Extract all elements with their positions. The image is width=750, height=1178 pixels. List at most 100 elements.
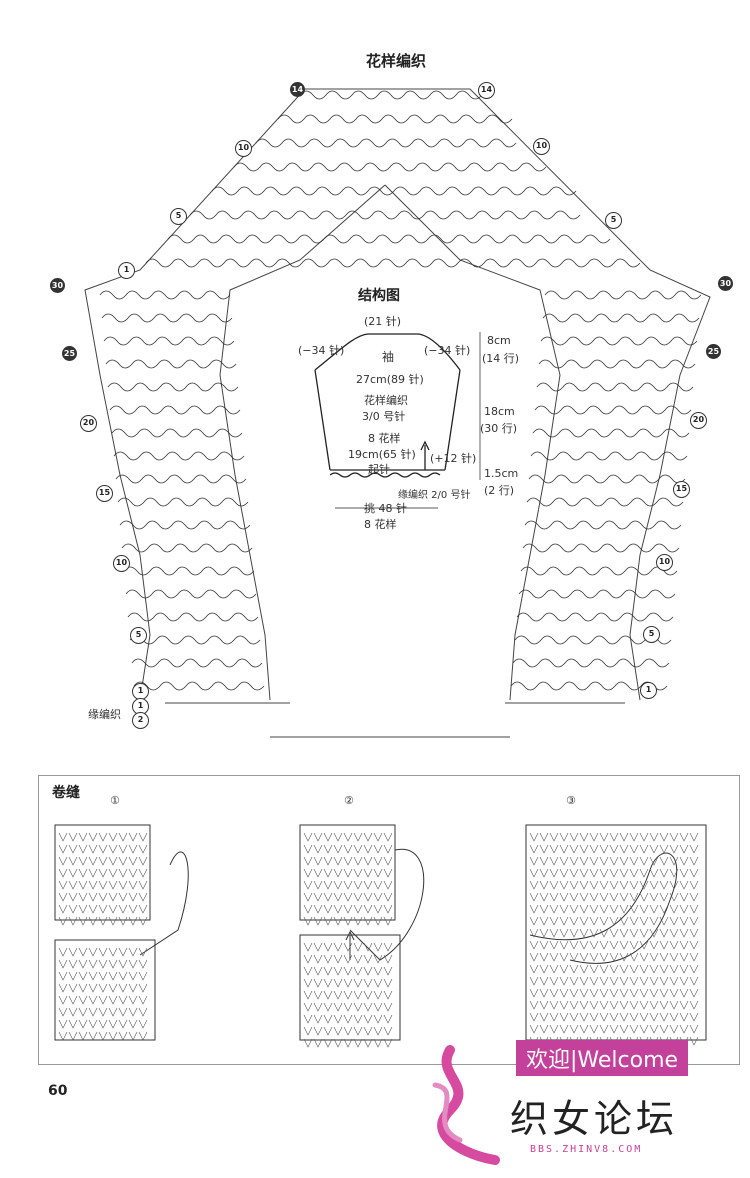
stitch-row — [544, 290, 702, 300]
knit-stitch — [629, 832, 639, 842]
edge-note: 缘编织 2/0 号针 — [398, 490, 471, 501]
knit-stitch — [138, 995, 148, 1005]
knit-stitch — [649, 940, 659, 950]
knit-stitch — [599, 952, 609, 962]
knit-stitch — [78, 856, 88, 866]
knit-stitch — [78, 947, 88, 957]
knit-stitch — [559, 856, 569, 866]
knit-stitch — [353, 856, 363, 866]
knit-stitch — [599, 880, 609, 890]
knit-stitch — [629, 988, 639, 998]
knit-stitch — [138, 892, 148, 902]
knit-stitch — [383, 966, 393, 976]
knit-stitch — [138, 904, 148, 914]
knit-stitch — [659, 976, 669, 986]
knit-stitch — [669, 1000, 679, 1010]
knit-stitch — [539, 940, 549, 950]
knit-stitch — [108, 1031, 118, 1041]
knit-stitch — [589, 1024, 599, 1034]
knit-stitch — [78, 832, 88, 842]
knit-stitch — [98, 904, 108, 914]
knit-stitch — [128, 971, 138, 981]
knit-stitch — [559, 1024, 569, 1034]
knit-stitch — [363, 856, 373, 866]
knit-stitch — [323, 916, 333, 926]
knit-stitch — [669, 868, 679, 878]
knit-stitch — [108, 832, 118, 842]
knit-stitch — [569, 964, 579, 974]
knit-stitch — [629, 964, 639, 974]
knit-stitch — [529, 928, 539, 938]
knit-stitch — [569, 952, 579, 962]
knit-stitch — [373, 1038, 383, 1048]
row-marker: 20 — [690, 412, 707, 429]
knit-stitch — [599, 1012, 609, 1022]
knit-stitch — [313, 916, 323, 926]
knit-stitch — [343, 1038, 353, 1048]
knit-stitch — [118, 947, 128, 957]
knit-stitch — [333, 868, 343, 878]
row-marker: 5 — [170, 208, 187, 225]
knit-stitch — [579, 1000, 589, 1010]
knit-stitch — [383, 916, 393, 926]
knit-stitch — [689, 904, 699, 914]
knit-stitch — [58, 1019, 68, 1029]
knit-stitch — [619, 904, 629, 914]
knit-stitch — [549, 1000, 559, 1010]
knit-stitch — [559, 988, 569, 998]
knit-stitch — [303, 844, 313, 854]
knit-stitch — [343, 844, 353, 854]
stitch-row — [233, 162, 547, 172]
knit-stitch — [539, 892, 549, 902]
row-marker: 1 — [640, 682, 657, 699]
knit-stitch — [118, 892, 128, 902]
knit-stitch — [383, 1002, 393, 1012]
knit-stitch — [579, 868, 589, 878]
knit-stitch — [589, 916, 599, 926]
knit-stitch — [639, 904, 649, 914]
knit-stitch — [303, 1002, 313, 1012]
knit-stitch — [363, 880, 373, 890]
knit-stitch — [579, 1012, 589, 1022]
knit-stitch — [689, 1000, 699, 1010]
knit-stitch — [313, 942, 323, 952]
knit-stitch — [78, 983, 88, 993]
knit-stitch — [639, 1024, 649, 1034]
knit-stitch — [98, 856, 108, 866]
knit-stitch — [669, 964, 679, 974]
knit-stitch — [579, 988, 589, 998]
knit-stitch — [343, 1002, 353, 1012]
knit-stitch — [383, 892, 393, 902]
knit-stitch — [373, 966, 383, 976]
knit-stitch — [599, 916, 609, 926]
knit-stitch — [98, 844, 108, 854]
knit-stitch — [108, 971, 118, 981]
knit-stitch — [669, 1012, 679, 1022]
increase: (+12 针) — [430, 452, 477, 465]
knit-stitch — [559, 952, 569, 962]
knit-stitch — [363, 892, 373, 902]
knit-stitch — [649, 832, 659, 842]
knit-stitch — [118, 971, 128, 981]
knit-stitch — [58, 832, 68, 842]
knit-stitch — [128, 904, 138, 914]
knit-stitch — [679, 964, 689, 974]
stitch-row — [117, 497, 249, 507]
knit-stitch — [529, 964, 539, 974]
knit-stitch — [343, 916, 353, 926]
stitch-row — [516, 612, 674, 622]
knit-stitch — [58, 971, 68, 981]
knit-stitch — [689, 856, 699, 866]
knit-stitch — [649, 880, 659, 890]
knit-stitch — [609, 952, 619, 962]
knit-stitch — [323, 904, 333, 914]
knit-stitch — [569, 892, 579, 902]
knit-stitch — [303, 892, 313, 902]
knit-stitch — [58, 947, 68, 957]
knit-stitch — [78, 995, 88, 1005]
row-marker: 20 — [80, 415, 97, 432]
knit-stitch — [68, 868, 78, 878]
knit-stitch — [323, 1002, 333, 1012]
knit-stitch — [373, 990, 383, 1000]
knit-stitch — [128, 892, 138, 902]
